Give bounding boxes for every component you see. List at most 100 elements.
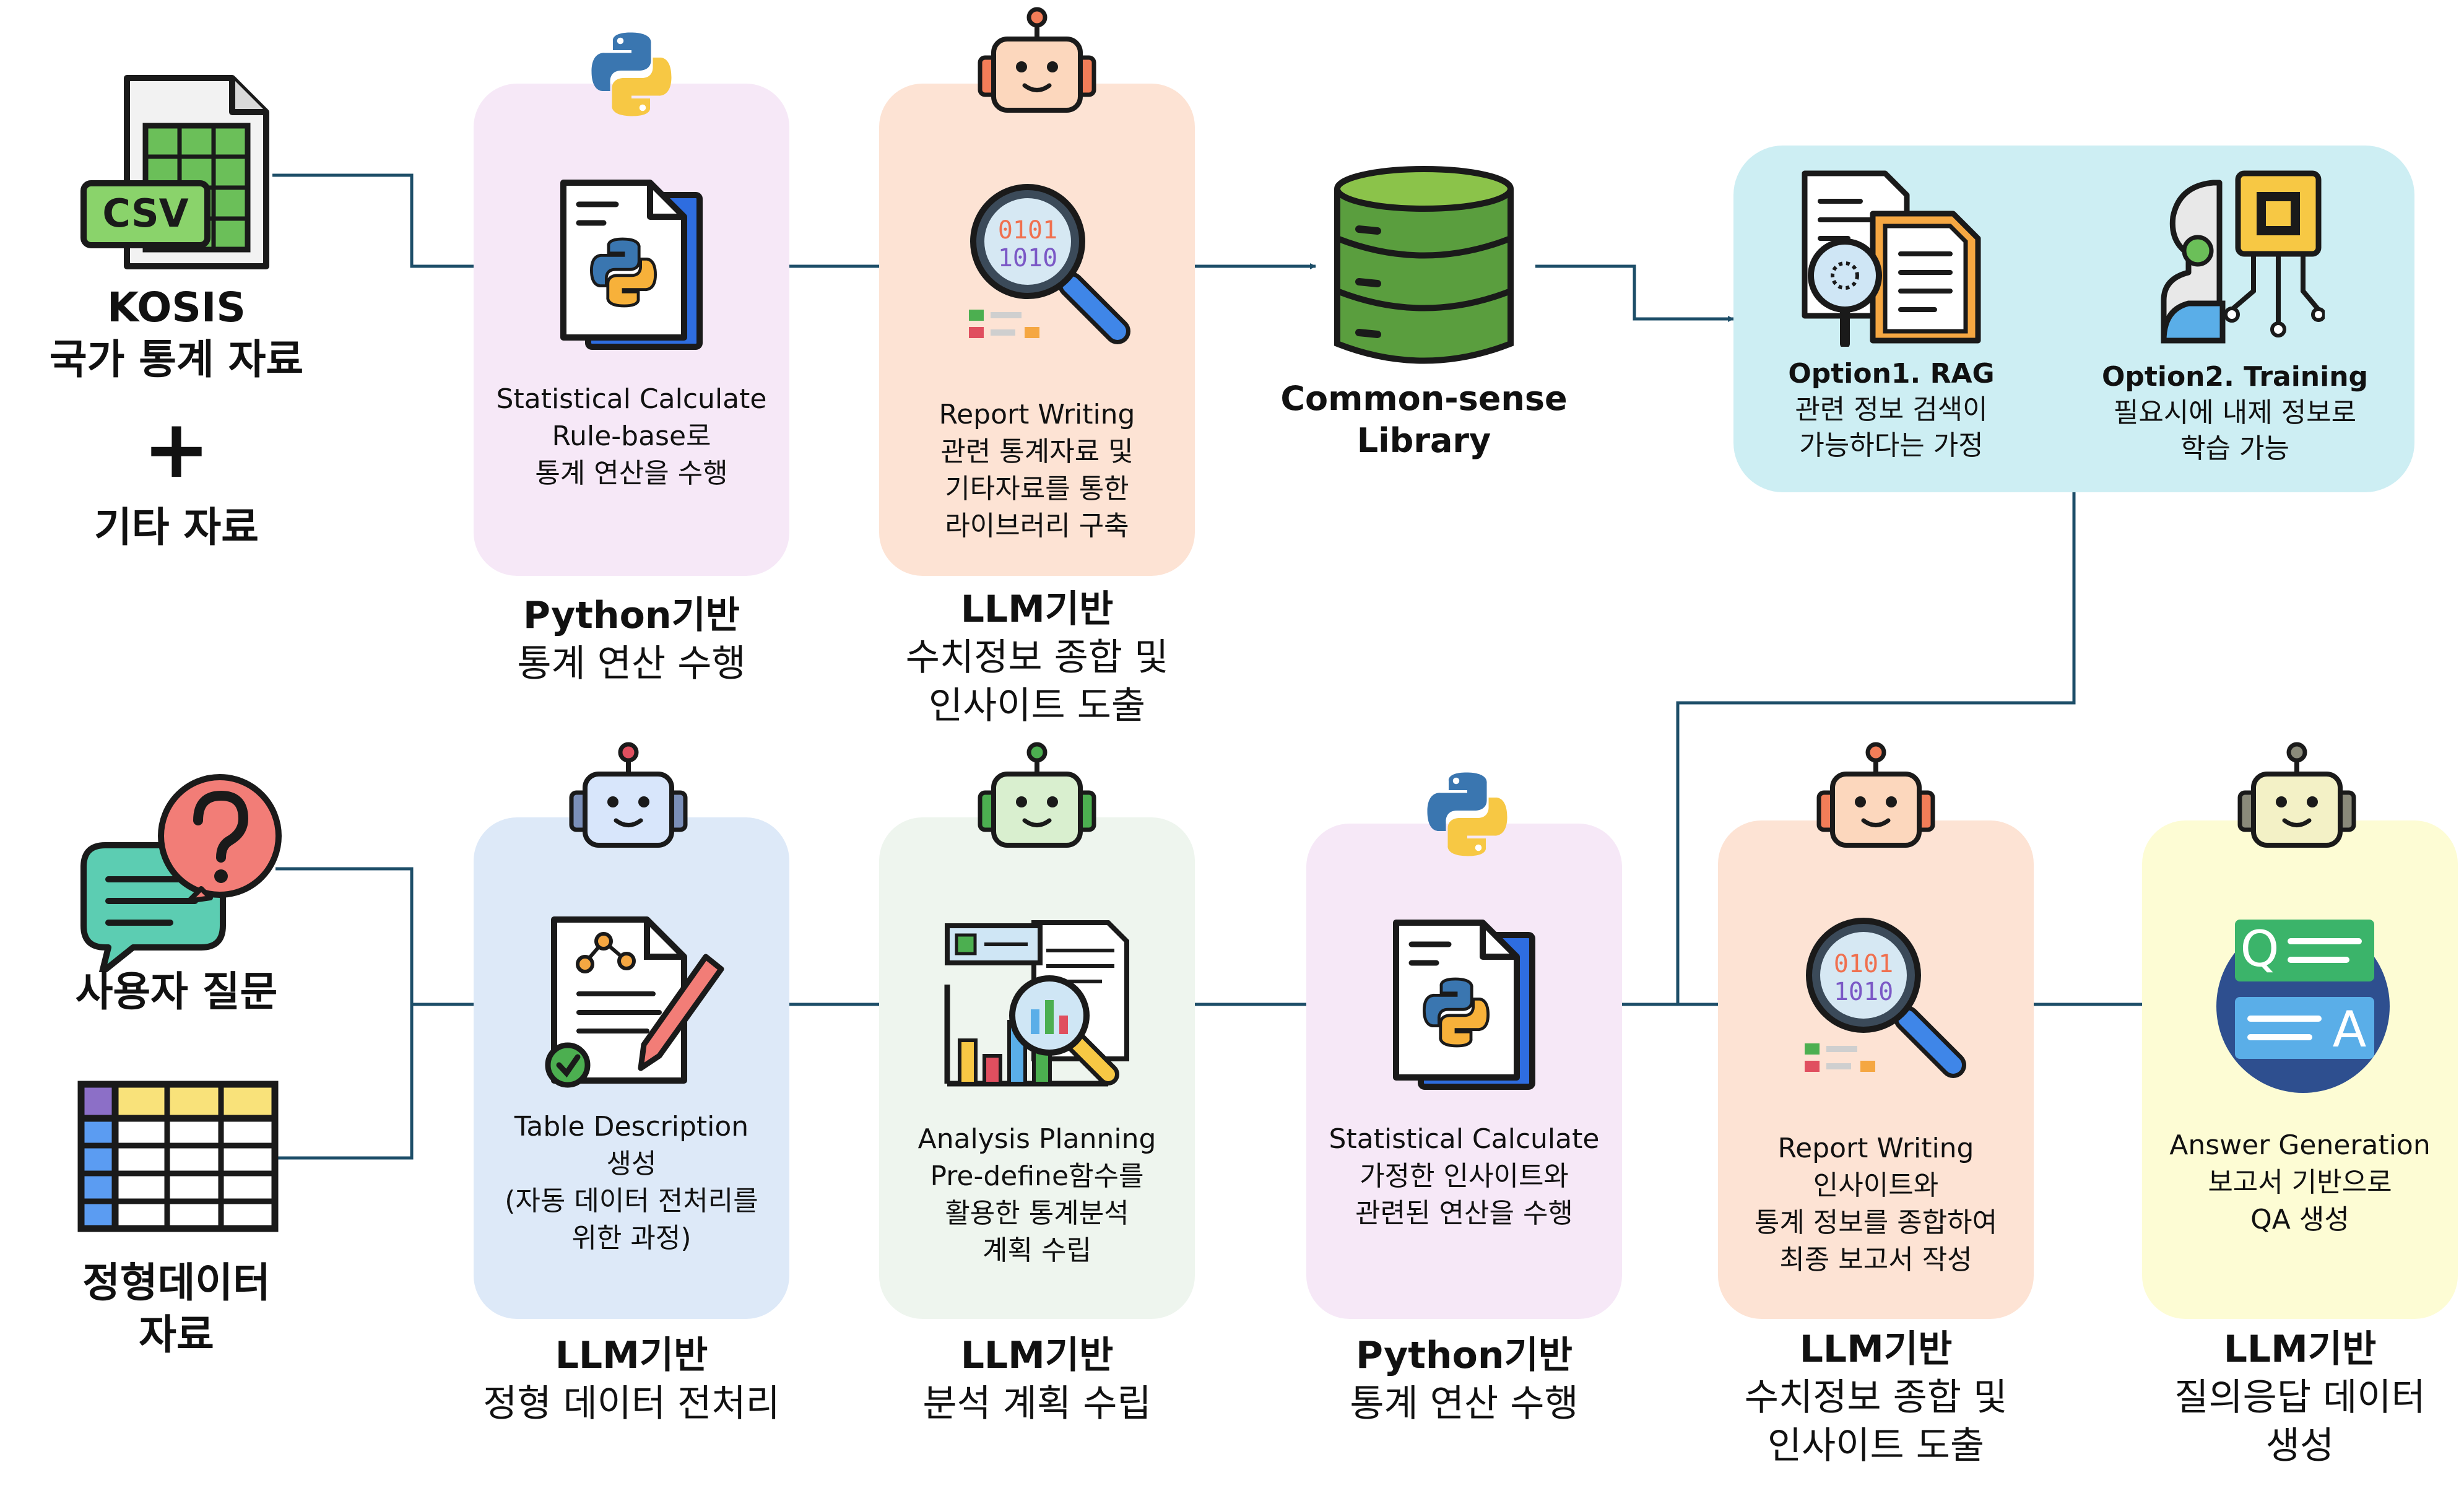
option-training-text: Option2. Training 필요시에 내제 정보로 학습 가능 (2093, 359, 2377, 467)
caption-line: 질의응답 데이터 (2174, 1376, 2426, 1419)
binary-row2: 1010 (998, 244, 1057, 272)
qa-bubble-icon: Q A (2216, 920, 2390, 1093)
qa-a-glyph: A (2333, 1001, 2367, 1058)
card-line: 생성 (606, 1148, 657, 1180)
card-stat-bottom-text: Statistical Calculate 가정한 인사이트와 관련된 연산을 … (1306, 1121, 1622, 1232)
card-report-top: Report Writing 관련 통계자료 및 기타자료를 통한 라이브러리 … (879, 84, 1195, 576)
card-line: QA 생성 (2250, 1204, 2349, 1235)
library-label: Common-sense Library (1275, 378, 1573, 462)
card-line: 통계 정보를 종합하여 (1754, 1207, 1998, 1238)
caption-analysis-planning: LLM기반 분석 계획 수립 (879, 1331, 1195, 1428)
caption-stat-bottom: Python기반 통계 연산 수행 (1306, 1331, 1622, 1428)
caption-python-top: Python기반 통계 연산 수행 (474, 591, 789, 688)
caption-bold: LLM기반 (1799, 1328, 1953, 1371)
structured-table-icon (77, 1081, 279, 1232)
card-line: 라이브러리 구축 (945, 510, 1129, 542)
option-training-title: Option2. Training (2101, 361, 2369, 393)
caption-report-bottom: LLM기반 수치정보 종합 및 인사이트 도출 (1718, 1325, 2034, 1470)
python-logo-icon (591, 32, 672, 116)
card-line: Table Description (514, 1111, 749, 1142)
qa-q-glyph: Q (2241, 920, 2280, 978)
question-chat-icon (80, 774, 282, 972)
card-line: Rule-base로 (552, 420, 711, 452)
card-line: Statistical Calculate (496, 383, 767, 415)
card-line: 관련된 연산을 수행 (1355, 1198, 1573, 1229)
card-line: Report Writing (1777, 1133, 1974, 1164)
card-line: Pre-define함수를 (930, 1160, 1144, 1192)
kosis-subtitle: 국가 통계 자료 (49, 336, 304, 383)
python-logo-icon (1427, 772, 1507, 856)
source-other: 기타 자료 (94, 503, 259, 551)
structured-line2: 자료 (139, 1311, 214, 1359)
card-line: 최종 보고서 작성 (1779, 1244, 1972, 1276)
structured-line1: 정형데이터 (82, 1259, 271, 1307)
kosis-title: KOSIS (107, 284, 246, 331)
csv-badge-text: CSV (102, 191, 188, 236)
card-answer-generation-text: Answer Generation 보고서 기반으로 QA 생성 (2142, 1127, 2458, 1238)
caption-line: 정형 데이터 전처리 (483, 1382, 780, 1425)
robot-orange-icon (1816, 742, 1935, 848)
card-python-rulebase-text: Statistical Calculate Rule-base로 통계 연산을 … (474, 381, 789, 492)
binary-row1: 0101 (1834, 950, 1893, 978)
line-options-down (1676, 492, 2076, 1004)
rag-documents-icon (1802, 170, 1981, 347)
magnifier-binary-icon: 0101 1010 (1805, 918, 1966, 1078)
card-table-description: Table Description 생성 (자동 데이터 전처리를 위한 과정) (474, 817, 789, 1319)
csv-file-icon: CSV (80, 75, 269, 269)
caption-line: 수치정보 종합 및 (905, 636, 1169, 679)
caption-answer-generation: LLM기반 질의응답 데이터 생성 (2142, 1325, 2458, 1470)
analysis-chart-icon (944, 920, 1129, 1087)
card-report-top-text: Report Writing 관련 통계자료 및 기타자료를 통한 라이브러리 … (879, 396, 1195, 545)
caption-line: 수치정보 종합 및 (1744, 1376, 2008, 1419)
caption-line: 인사이트 도출 (1767, 1424, 1985, 1468)
card-line: 인사이트와 (1813, 1170, 1939, 1201)
caption-line: 분석 계획 수립 (922, 1382, 1152, 1425)
card-line: Analysis Planning (917, 1123, 1156, 1155)
magnifier-binary-icon: 0101 1010 (969, 184, 1130, 344)
option-rag-line: 가능하다는 가정 (1799, 430, 1984, 461)
card-analysis-planning-text: Analysis Planning Pre-define함수를 활용한 통계분석… (879, 1121, 1195, 1269)
caption-bold: LLM기반 (2223, 1328, 2377, 1371)
option-training-line: 학습 가능 (2180, 433, 2289, 464)
caption-line: 통계 연산 수행 (1350, 1382, 1579, 1425)
card-line: 가정한 인사이트와 (1360, 1160, 1569, 1192)
card-python-rulebase: Statistical Calculate Rule-base로 통계 연산을 … (474, 84, 789, 576)
source-structured: 정형데이터 자료 (0, 1257, 353, 1361)
card-line: 활용한 통계분석 (945, 1198, 1129, 1229)
library-line1: Common-sense (1280, 379, 1568, 418)
ai-training-icon (2161, 170, 2325, 344)
card-line: 위한 과정) (571, 1222, 692, 1254)
caption-report-top: LLM기반 수치정보 종합 및 인사이트 도출 (879, 585, 1195, 730)
card-line: 계획 수립 (983, 1235, 1091, 1266)
card-line: Statistical Calculate (1329, 1123, 1600, 1155)
card-line: (자동 데이터 전처리를 (505, 1185, 758, 1217)
caption-bold: Python기반 (1356, 1334, 1573, 1377)
source-question: 사용자 질문 (75, 968, 278, 1016)
caption-line: 통계 연산 수행 (517, 642, 746, 685)
card-report-bottom: Report Writing 인사이트와 통계 정보를 종합하여 최종 보고서 … (1718, 820, 2034, 1319)
arrow-library-to-options (1535, 264, 1734, 322)
card-stat-bottom: Statistical Calculate 가정한 인사이트와 관련된 연산을 … (1306, 824, 1622, 1319)
caption-bold: LLM기반 (555, 1334, 708, 1377)
python-file-icon (1393, 920, 1535, 1090)
line-question (275, 867, 414, 1160)
library-line2: Library (1356, 421, 1491, 460)
card-line: Report Writing (939, 399, 1135, 430)
card-line: Answer Generation (2169, 1129, 2431, 1161)
source-kosis: KOSIS 국가 통계 자료 (0, 282, 353, 386)
binary-row1: 0101 (998, 216, 1057, 245)
robot-blue-icon (569, 742, 688, 848)
binary-row2: 1010 (1834, 978, 1893, 1006)
option-rag-line: 관련 정보 검색이 (1795, 394, 1988, 425)
document-edit-icon (545, 916, 724, 1088)
option-rag-text: Option1. RAG 관련 정보 검색이 가능하다는 가정 (1768, 356, 2015, 464)
caption-line: 생성 (2265, 1424, 2335, 1468)
python-file-icon (560, 180, 703, 350)
database-icon (1334, 166, 1514, 364)
caption-bold: LLM기반 (960, 1334, 1114, 1377)
caption-bold: LLM기반 (960, 588, 1114, 631)
caption-line: 인사이트 도출 (928, 684, 1146, 728)
plus-sign: + (142, 402, 210, 496)
card-line: 통계 연산을 수행 (535, 458, 728, 489)
robot-orange-icon (978, 7, 1096, 113)
